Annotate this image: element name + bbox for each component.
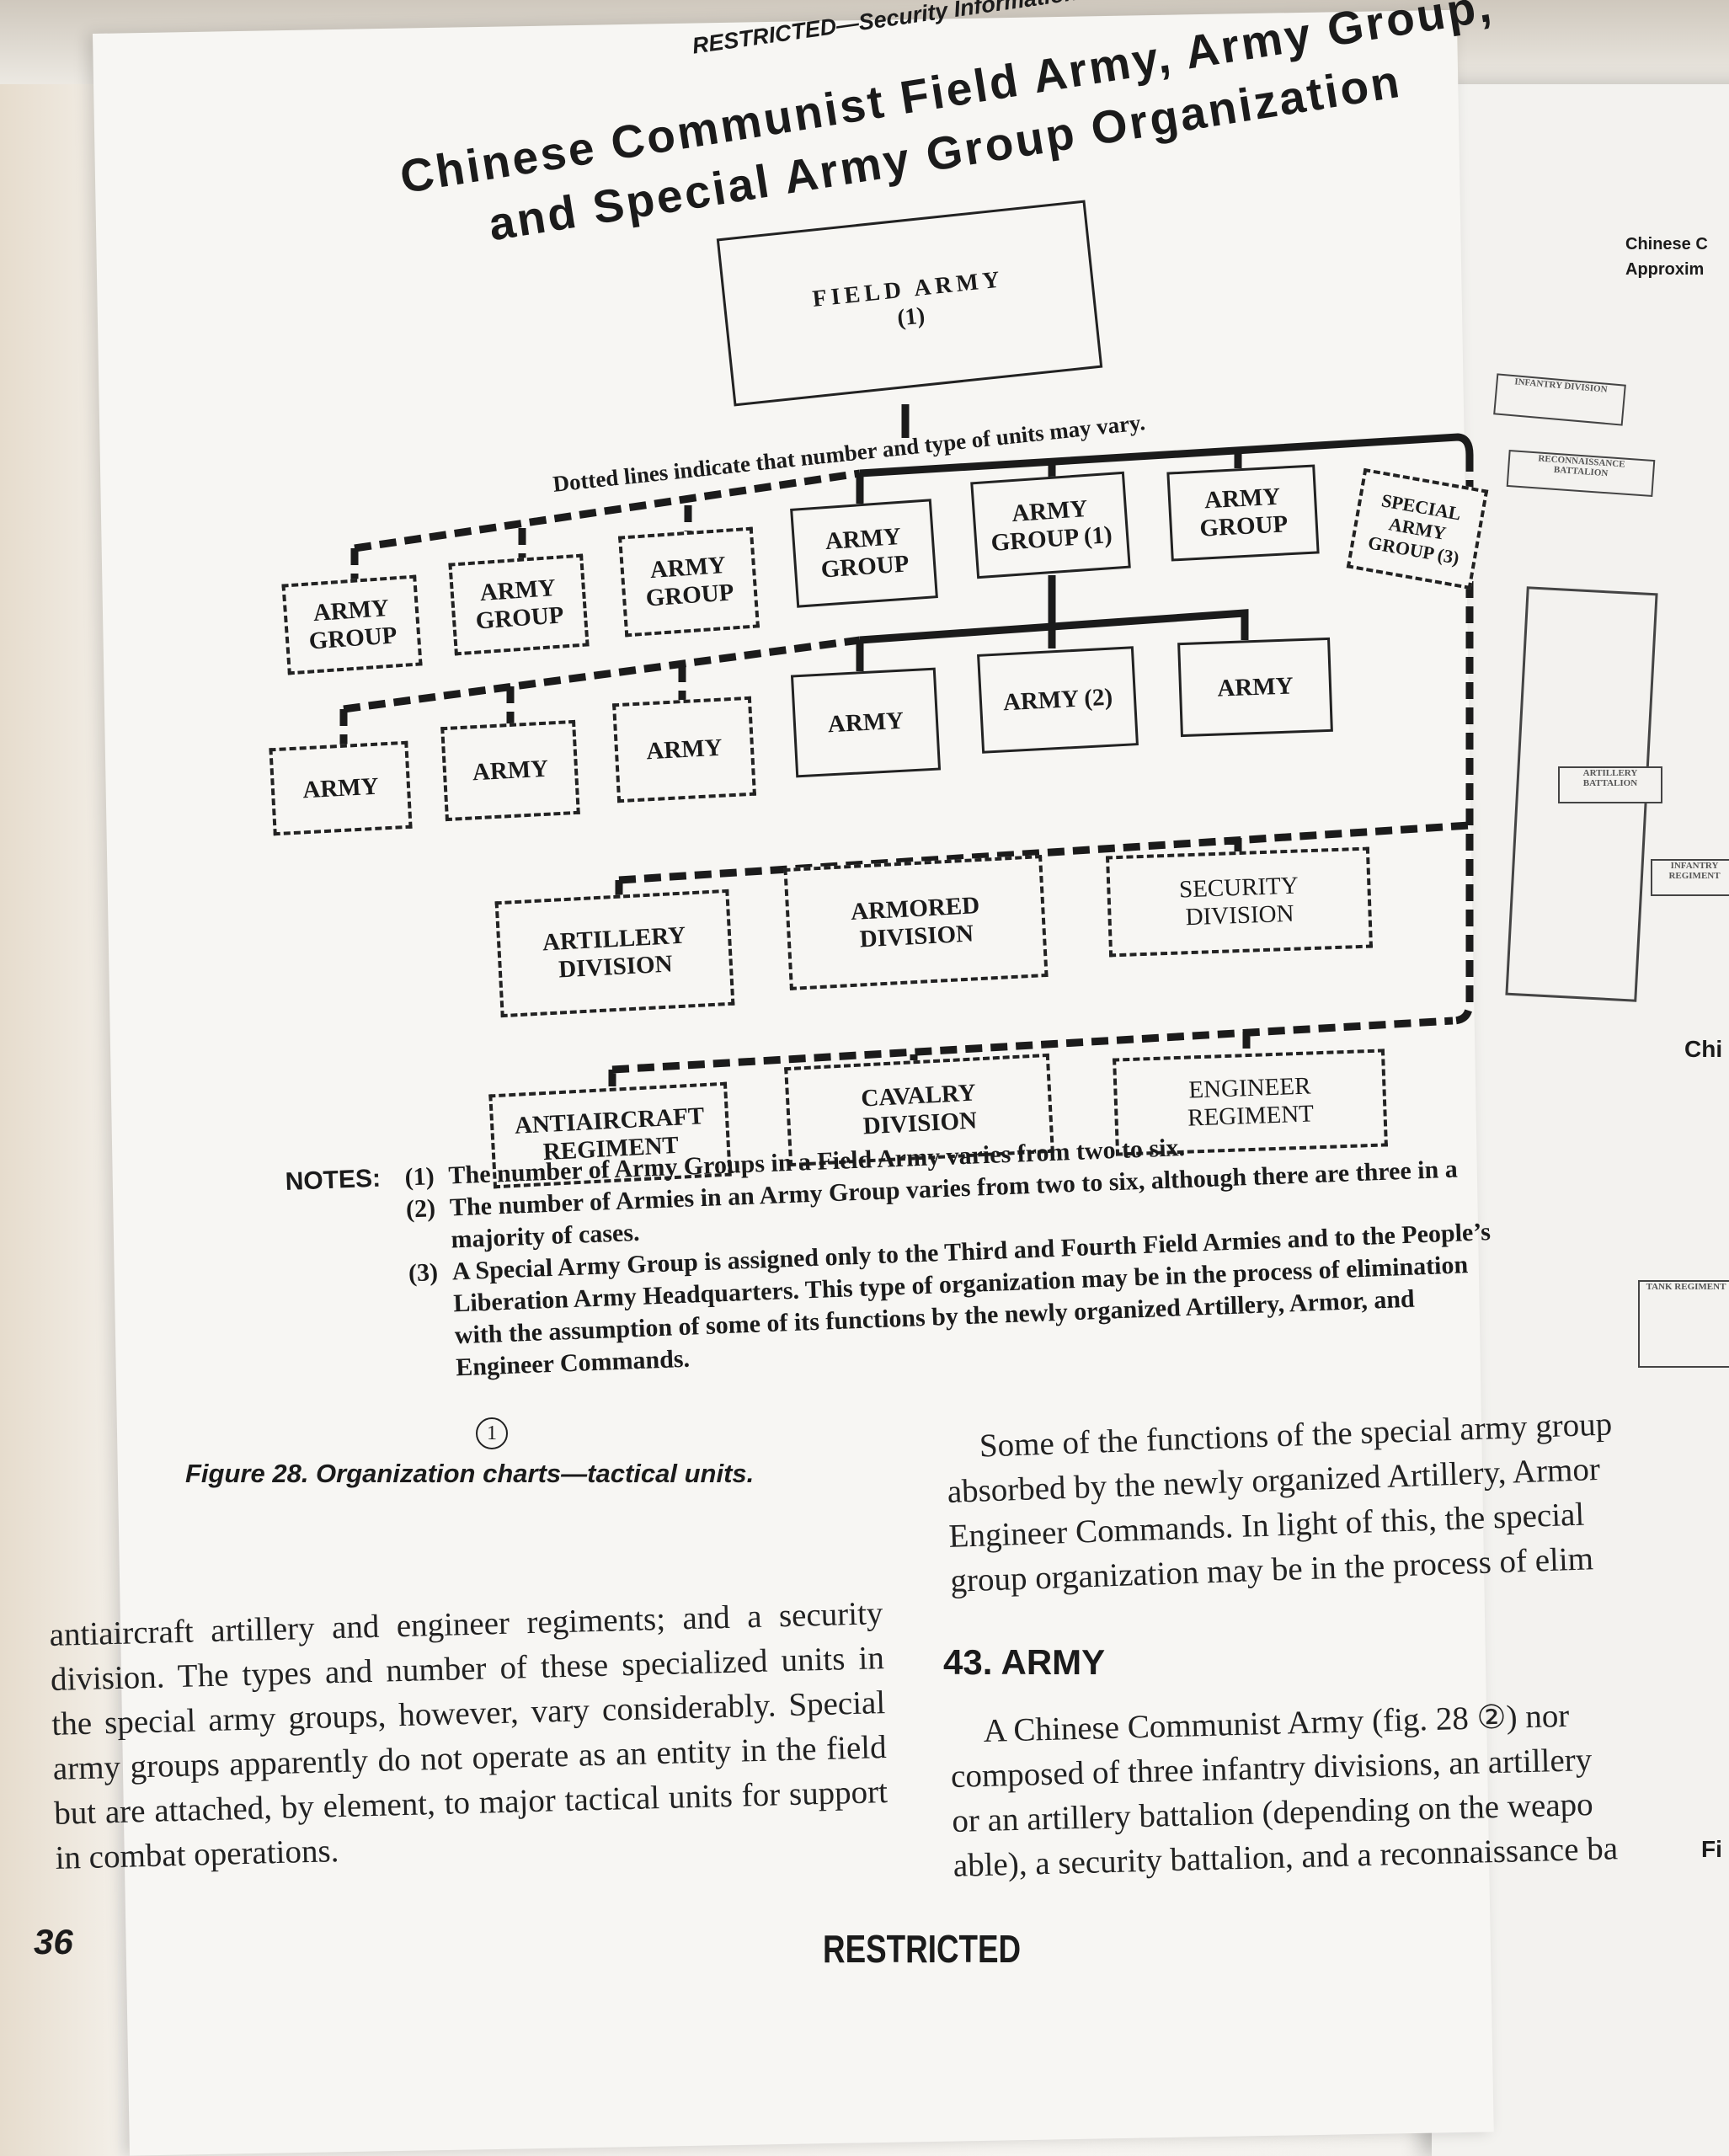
facing-title-line1: Chinese C (1625, 235, 1708, 253)
facing-caption: Fi (1701, 1836, 1722, 1862)
army-box: ARMY (612, 696, 756, 803)
army-box: ARMY (440, 719, 580, 822)
section-heading: 43. ARMY (943, 1642, 1106, 1682)
facing-heading: Chi (1684, 1036, 1723, 1062)
special-army-group-box: SPECIAL ARMY GROUP (3) (1346, 467, 1489, 590)
connector-dashed (615, 821, 1470, 895)
left-page-edge (0, 84, 118, 2156)
security-division-box: SECURITY DIVISION (1106, 846, 1373, 958)
footer-security-marking: RESTRICTED (823, 1927, 1022, 1971)
facing-title-line2: Approxim (1625, 260, 1705, 279)
facing-box: ARTILLERY BATTALION (1558, 766, 1662, 803)
army-group-box: ARMY GROUP (618, 526, 760, 638)
page-number: 36 (34, 1922, 73, 1961)
note-number: (3) (408, 1258, 439, 1288)
facing-box: INFANTRY REGIMENT (1651, 859, 1729, 896)
paragraph-special-army-units: antiaircraft artillery and engineer regi… (49, 1595, 889, 1876)
paragraph-army: A Chinese Communist Army (fig. 28 ②) nor… (950, 1697, 1619, 1884)
army-group-box: ARMY GROUP (1166, 464, 1320, 562)
note-number: (1) (403, 1162, 435, 1192)
figure-part-marker: 1 (476, 1417, 508, 1449)
army-box: ARMY (2) (977, 646, 1139, 754)
army-group-box: ARMY GROUP (1) (970, 471, 1131, 579)
field-army-note-ref: (1) (895, 302, 926, 332)
chart-notes: NOTES: (1) The number of Army Groups in … (285, 1119, 1517, 1390)
army-group-box: ARMY GROUP (448, 553, 590, 656)
army-group-box: ARMY GROUP (281, 574, 423, 675)
figure-caption: Figure 28. Organization charts—tactical … (185, 1459, 755, 1488)
artillery-division-box: ARTILLERY DIVISION (494, 889, 735, 1018)
facing-box: TANK REGIMENT (1638, 1280, 1729, 1368)
connector-solid (856, 451, 1242, 504)
armored-division-box: ARMORED DIVISION (783, 855, 1049, 990)
notes-label: NOTES: (285, 1164, 382, 1196)
connector-dashed (339, 636, 861, 744)
connector-dashed (1452, 455, 1474, 1025)
army-box: ARMY (1177, 637, 1333, 738)
connector-solid (859, 433, 1474, 478)
connector-dashed (350, 469, 861, 579)
army-box: ARMY (790, 667, 942, 778)
facing-page-title: Chinese C Approxim (1625, 232, 1708, 282)
note-number: (2) (405, 1194, 436, 1224)
paragraph-special-army-functions: Some of the functions of the special arm… (947, 1406, 1613, 1599)
connector-solid (856, 609, 1249, 671)
connector-dashed (608, 1017, 1454, 1088)
army-box: ARMY (269, 740, 413, 836)
army-group-box: ARMY GROUP (790, 499, 938, 608)
